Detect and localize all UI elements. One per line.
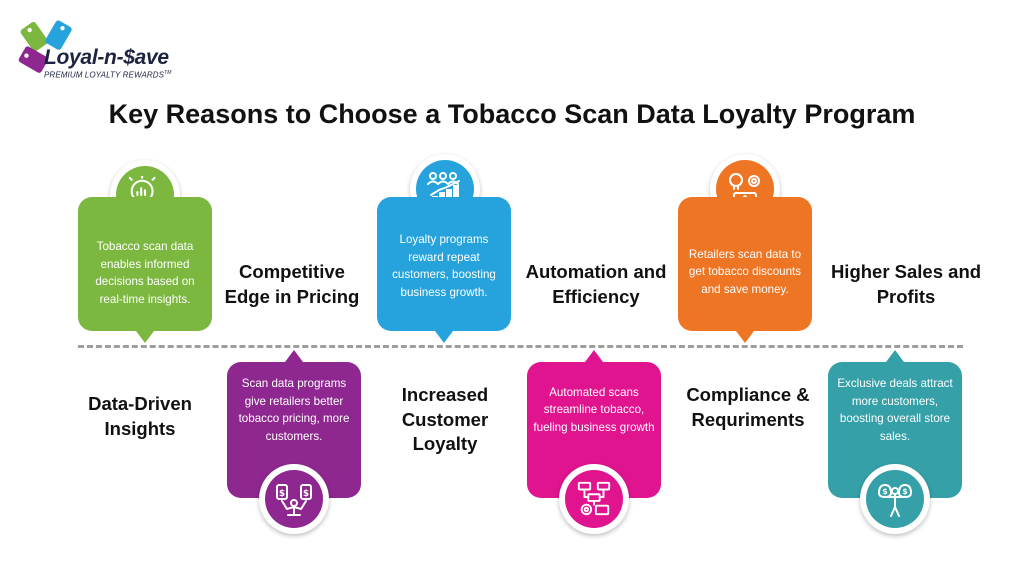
icon-circle-automation — [559, 464, 629, 534]
label-compliance: Compliance & Requriments — [686, 384, 810, 430]
label-sales: Higher Sales and Profits — [830, 261, 982, 307]
workflow-gear-icon — [577, 481, 611, 516]
card-text: Scan data programs give retailers better… — [238, 377, 350, 443]
label-data-driven: Data-Driven Insights — [88, 393, 192, 439]
card-text: Tobacco scan data enables informed decis… — [95, 240, 195, 306]
page-title: Key Reasons to Choose a Tobacco Scan Dat… — [108, 99, 916, 129]
card-text: Retailers scan data to get tobacco disco… — [688, 247, 802, 296]
brand-logo: Loyal-n-$ave PREMIUM LOYALTY REWARDSTM — [14, 18, 194, 82]
timeline-divider — [78, 345, 963, 348]
svg-text:$: $ — [902, 487, 908, 496]
card-text: Loyalty programs reward repeat customers… — [392, 233, 496, 299]
icon-circle-sales: $ $ — [860, 464, 930, 534]
label-automation: Automation and Efficiency — [525, 261, 667, 307]
money-bags-person-icon: $ $ — [877, 483, 913, 517]
balance-price-tags-icon: $ $ — [276, 484, 312, 516]
brand-name: Loyal-n-$ave — [44, 46, 169, 69]
card-data-driven: Tobacco scan data enables informed decis… — [78, 197, 212, 343]
card-compliance: Retailers scan data to get tobacco disco… — [678, 197, 812, 343]
card-text: Exclusive deals attract more customers, … — [837, 377, 953, 443]
card-loyalty: Loyalty programs reward repeat customers… — [377, 197, 511, 343]
label-pricing: Competitive Edge in Pricing — [224, 261, 360, 307]
price-tags-icon — [18, 20, 72, 73]
svg-text:$: $ — [303, 489, 309, 499]
label-loyalty: Increased Customer Loyalty — [401, 384, 489, 454]
brand-tagline: PREMIUM LOYALTY REWARDSTM — [44, 70, 172, 80]
card-text: Automated scans streamline tobacco, fuel… — [533, 385, 655, 434]
svg-text:$: $ — [279, 489, 285, 499]
card-automation: Automated scans streamline tobacco, fuel… — [527, 350, 661, 498]
icon-circle-pricing: $ $ — [259, 464, 329, 534]
svg-text:$: $ — [882, 487, 888, 496]
